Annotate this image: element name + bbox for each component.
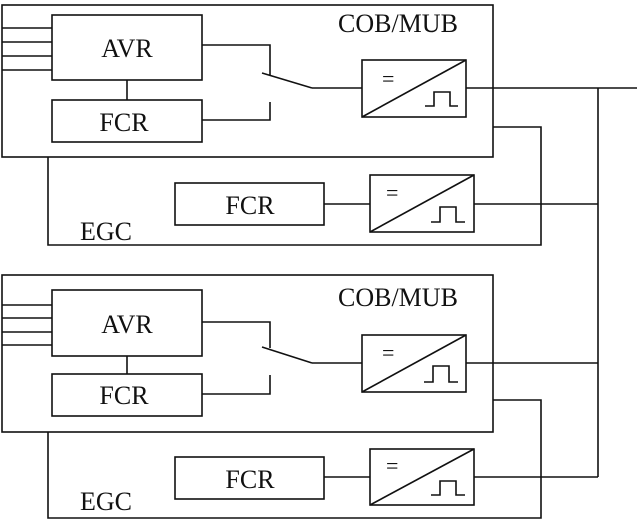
converter-icon: = (361, 334, 467, 393)
converter-symbol: = (386, 180, 398, 205)
pulse-icon (431, 206, 465, 223)
cob-mub-label: COB/MUB (338, 9, 458, 38)
egc-fcr-label: FCR (225, 465, 275, 494)
pulse-icon (424, 365, 458, 383)
cob-mub-label: COB/MUB (338, 283, 458, 312)
egc-frame (47, 399, 542, 519)
avr-block (51, 289, 203, 357)
converter-symbol: = (382, 340, 394, 365)
converter-symbol: = (386, 453, 398, 478)
avr-block (51, 14, 203, 81)
upper-channel: COB/MUB AVR FCR = (1, 4, 637, 158)
fcr-block (51, 99, 203, 143)
converter-icon: = (361, 59, 467, 118)
fcr-block (51, 373, 203, 417)
pulse-icon (425, 91, 458, 107)
avr-label: AVR (101, 310, 153, 339)
upper-egc-unit: EGC FCR = (47, 126, 598, 246)
egc-fcr-block (174, 456, 325, 500)
avr-label: AVR (101, 34, 153, 63)
egc-label: EGC (80, 217, 132, 246)
fcr-switch-line (202, 375, 271, 395)
fcr-switch-line (202, 102, 271, 121)
egc-label: EGC (80, 487, 132, 516)
lower-egc-unit: EGC FCR = (47, 399, 598, 519)
fcr-label: FCR (99, 381, 149, 410)
avr-switch-line (202, 44, 271, 75)
lower-channel: COB/MUB AVR FCR = (1, 274, 598, 433)
pulse-icon (431, 480, 465, 496)
switch-icon (261, 72, 362, 89)
converter-symbol: = (382, 66, 394, 91)
avr-switch-line (202, 321, 271, 348)
switch-icon (261, 346, 362, 364)
egc-frame (47, 126, 542, 246)
egc-fcr-label: FCR (225, 191, 275, 220)
fcr-label: FCR (99, 108, 149, 137)
converter-icon: = (369, 174, 475, 233)
converter-icon: = (369, 448, 475, 506)
